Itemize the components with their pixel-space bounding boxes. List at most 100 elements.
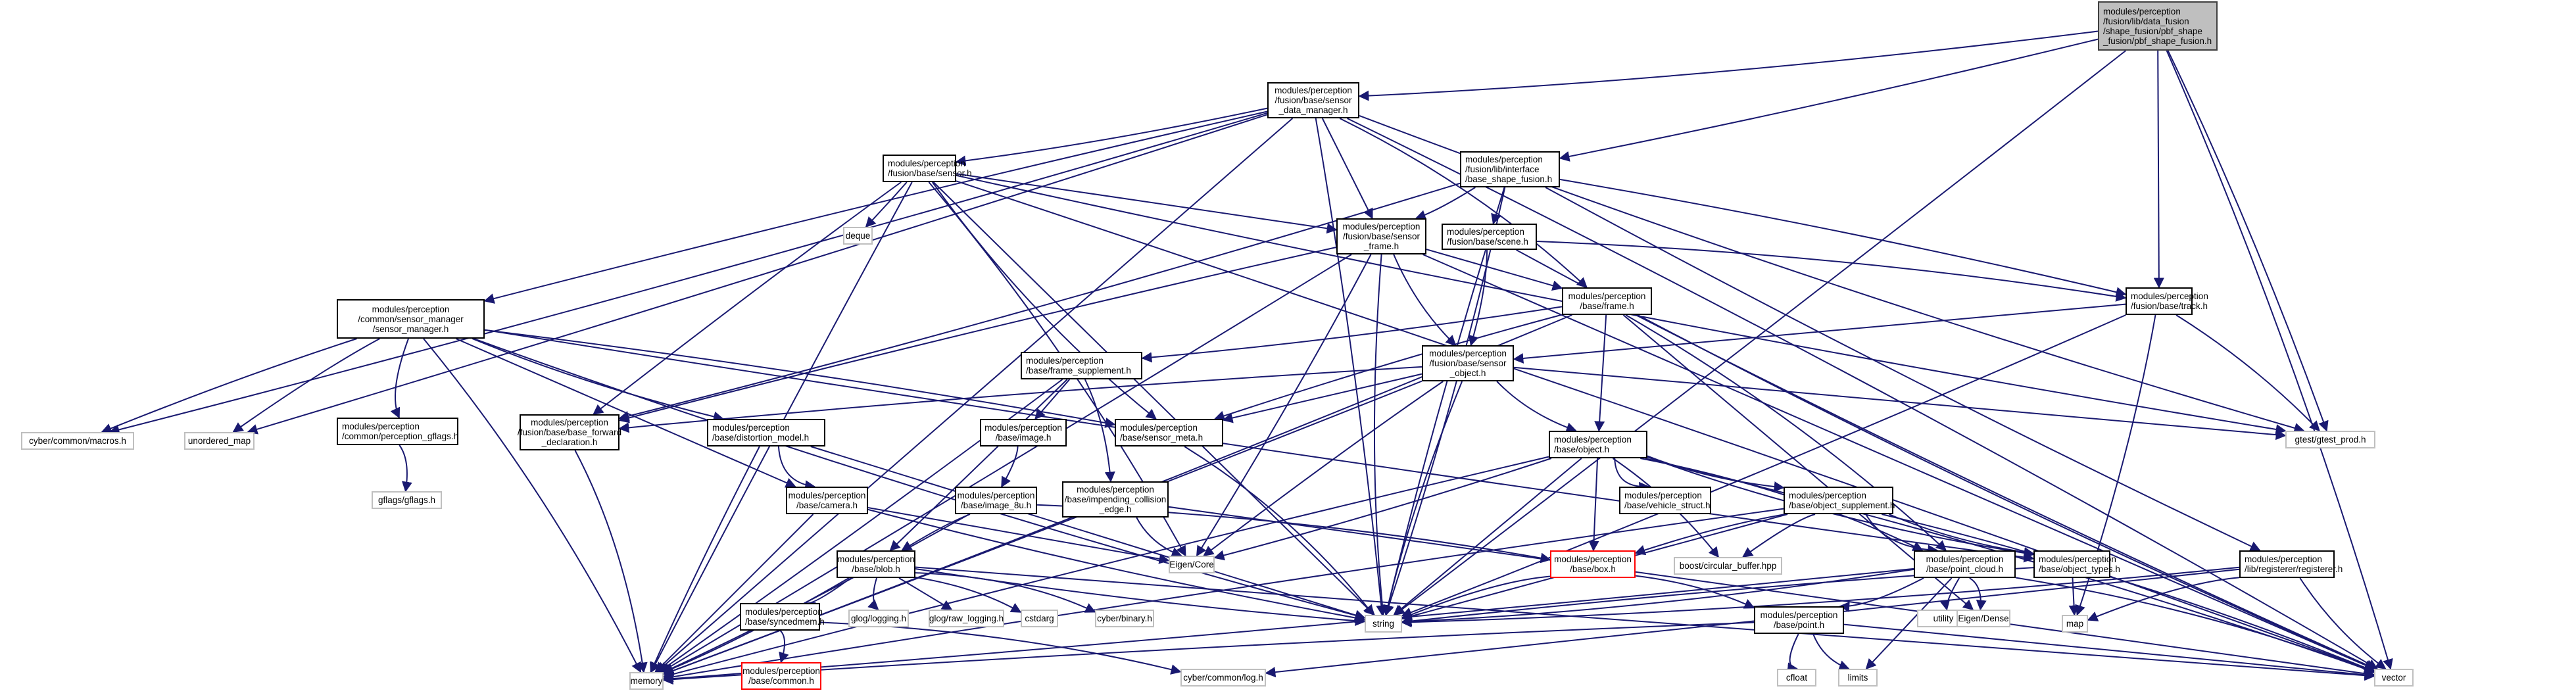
edge-sdm-to-umap [247,114,1268,435]
edge-reg-to-vector [2299,577,2387,669]
edge-pcloud-to-memory [662,567,1914,685]
edge-smgr-to-umap [232,338,380,433]
node-sensor-manager[interactable]: modules/perception /common/sensor_manage… [337,299,485,339]
node-frame[interactable]: modules/perception /base/frame.h [1562,287,1652,315]
edge-sobj-to-smeta [1222,373,1422,423]
node-registerer[interactable]: modules/perception /lib/registerer/regis… [2239,550,2343,578]
node-cstdarg: cstdarg [1021,610,1058,627]
edge-bsf-to-bfd [618,182,1461,422]
edge-blob-to-string [915,568,1366,627]
node-root-pbf-shape-fusion: modules/perception /fusion/lib/data_fusi… [2098,1,2218,51]
edge-sdm-to-smgr [483,110,1268,304]
node-eigen-dense: Eigen/Dense [1956,610,2010,627]
node-glog-raw-logging: glog/raw_logging.h [929,610,1004,627]
node-track[interactable]: modules/perception /fusion/base/track.h [2126,287,2208,315]
node-string: string [1365,615,1402,633]
node-camera[interactable]: modules/perception /base/camera.h [786,487,868,514]
edge-root-to-bsf [1559,38,2099,162]
node-cyber-binary: cyber/binary.h [1095,610,1154,627]
edge-blob-to-cbinary [915,572,1096,613]
node-object-types[interactable]: modules/perception /base/object_types.h [2033,550,2120,578]
node-scene[interactable]: modules/perception /fusion/base/scene.h [1442,224,1537,250]
edge-sensor-to-sframe [956,173,1338,234]
edge-object-to-eigencore [1213,458,1552,561]
node-perception-gflags[interactable]: modules/perception /common/perception_gf… [337,418,458,445]
edge-osup-to-box [1634,514,1786,556]
edge-smgr-to-macros [101,338,357,434]
node-frame-supplement[interactable]: modules/perception /base/frame_supplemen… [1021,352,1142,379]
node-cyber-log: cyber/common/log.h [1180,669,1266,687]
edge-synced-to-common [779,630,789,663]
node-sensor-data-manager[interactable]: modules/perception /fusion/base/sensor _… [1267,82,1359,118]
edge-smgr-to-pgflags [390,338,409,419]
node-vehicle-struct[interactable]: modules/perception /base/vehicle_struct.… [1619,487,1711,514]
edge-smgr-to-camera [455,338,796,488]
edge-sframe-to-vector [1422,254,2375,670]
edge-smgr-to-memory [423,338,642,673]
edge-osup-to-cbuf [1741,514,1816,558]
node-eigen-core: Eigen/Core [1169,556,1215,573]
edge-sobj-to-string [1383,381,1463,616]
edge-ice-to-vector [1168,506,2375,679]
node-memory: memory [629,672,664,690]
node-base-shape-fusion[interactable]: modules/perception /fusion/lib/interface… [1460,151,1560,187]
node-glog-logging: glog/logging.h [848,610,909,627]
node-distortion-model[interactable]: modules/perception /base/distortion_mode… [707,419,825,446]
node-point[interactable]: modules/perception /base/point.h [1754,606,1844,634]
edge-osup-to-vector [1882,514,2375,673]
node-gflags: gflags/gflags.h [372,491,442,509]
edge-sdm-to-sframe [1321,118,1373,220]
node-sensor-object[interactable]: modules/perception /fusion/base/sensor _… [1422,345,1514,381]
edge-point-to-limits [1812,633,1850,671]
edge-camera-to-memory [654,514,814,673]
edge-pcloud-to-utility [1939,577,1960,611]
edge-sframe-to-eigencore [1196,254,1372,557]
node-image[interactable]: modules/perception /base/image.h [980,419,1067,446]
edge-sdm-to-memory [656,118,1294,673]
edge-sframe-to-string [1373,254,1388,616]
edge-sdm-to-sensor [955,107,1268,166]
edge-point-to-memory [662,621,1755,685]
edge-sobj-to-eigencore [1203,381,1444,556]
edge-smgr-to-dist [472,338,724,422]
node-blob[interactable]: modules/perception /base/blob.h [837,550,915,578]
edge-scene-to-sobj [1468,249,1488,347]
edge-frame-to-object [1594,314,1607,432]
node-cfloat: cfloat [1777,669,1816,687]
edge-sdm-to-string [1315,118,1387,616]
node-vector: vector [2374,669,2414,687]
edge-sensor-to-bfd [593,181,902,415]
node-gtest-prod: gtest/gtest_prod.h [2285,431,2375,448]
edge-root-to-gtest [2167,50,2329,432]
node-point-cloud[interactable]: modules/perception /base/point_cloud.h [1914,550,2016,578]
edge-sobj-to-bfd [618,366,1422,433]
edge-dist-to-memory [650,446,760,673]
node-impending-collision-edge[interactable]: modules/perception /base/impending_colli… [1062,481,1169,518]
edge-pcloud-to-limits [1865,577,1953,670]
node-sensor-meta[interactable]: modules/perception /base/sensor_meta.h [1115,419,1223,446]
edge-synced-to-log [819,621,1182,675]
edge-dist-to-string [810,446,1366,621]
edge-fsup-to-ice [1084,379,1115,483]
node-sensor-frame[interactable]: modules/perception /fusion/base/sensor _… [1336,218,1426,254]
edge-sdm-to-macros [109,112,1268,435]
edge-smgr-to-string [473,338,1366,621]
node-syncedmem[interactable]: modules/perception /base/syncedmem.h [740,603,825,631]
edge-reg-to-string [1401,566,2240,628]
node-cyber-macros: cyber/common/macros.h [21,432,134,450]
edge-smgr-to-smeta [484,329,1116,428]
edge-frame-to-smeta [1213,314,1563,422]
node-sensor[interactable]: modules/perception /fusion/base/sensor.h [883,155,972,182]
edge-frame-to-vector [1635,314,2377,670]
node-base-forward-declaration[interactable]: modules/perception /fusion/base/base_for… [518,414,621,450]
edge-pcloud-to-edense [1969,577,1987,611]
node-object[interactable]: modules/perception /base/object.h [1549,431,1647,458]
edge-root-to-string [1394,50,2127,615]
edge-reg-to-map [2087,577,2240,621]
node-image-8u[interactable]: modules/perception /base/image_8u.h [955,487,1037,514]
edge-sobj-to-object [1496,381,1577,433]
node-object-supplement[interactable]: modules/perception /base/object_suppleme… [1784,487,1895,514]
edge-object-to-box [1588,458,1599,552]
edge-camera-to-string [867,508,1366,623]
edge-osup-to-pcloud [1865,514,1939,556]
